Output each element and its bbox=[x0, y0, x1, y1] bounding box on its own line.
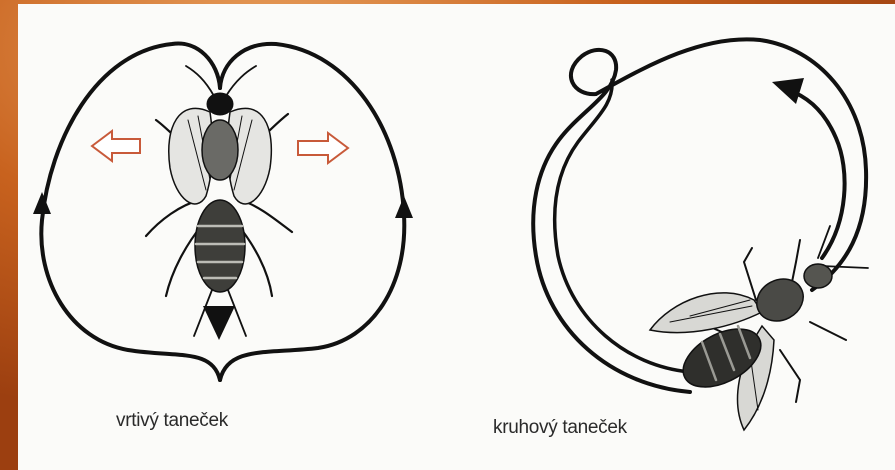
round-bee-icon bbox=[650, 226, 868, 430]
round-path-arrow-arc bbox=[788, 90, 845, 258]
waggle-left-arrow-icon bbox=[33, 192, 51, 214]
round-path-outer bbox=[533, 39, 866, 392]
round-dance-caption: kruhový taneček bbox=[493, 417, 627, 439]
waggle-path-left-loop bbox=[41, 44, 220, 380]
waggle-run-arrow-icon bbox=[203, 306, 235, 340]
waggle-path-right-loop bbox=[220, 44, 404, 380]
hollow-arrow-right-icon bbox=[298, 133, 348, 163]
waggle-bee-icon bbox=[146, 66, 292, 336]
waggle-dance-caption: vrtivý taneček bbox=[116, 410, 228, 432]
hollow-arrow-left-icon bbox=[92, 131, 140, 161]
round-dance bbox=[533, 39, 866, 392]
round-arrow-icon bbox=[772, 78, 804, 104]
waggle-right-arrow-icon bbox=[395, 196, 413, 218]
